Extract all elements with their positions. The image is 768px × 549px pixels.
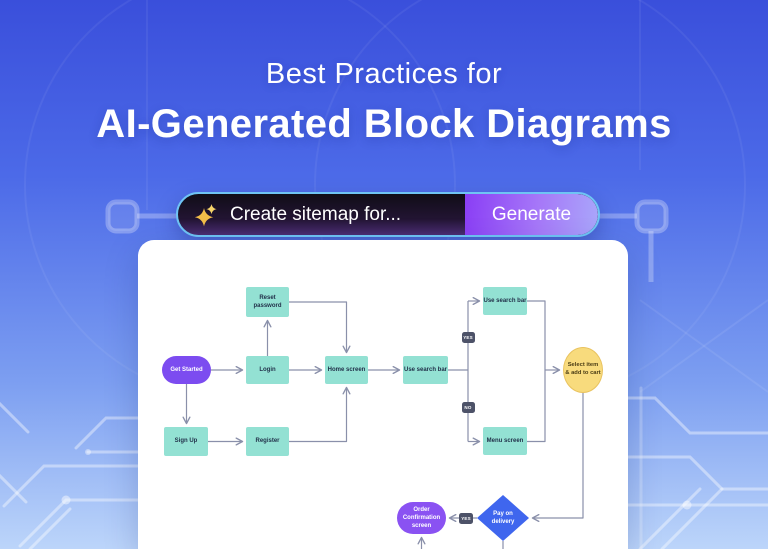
node-sign-up: Sign Up <box>164 427 208 456</box>
circuit-pattern-right <box>626 386 768 549</box>
node-use-search-bar-2: Use search bar <box>483 287 527 315</box>
node-reset-password: Reset password <box>246 287 289 317</box>
branch-yes-badge: YES <box>461 332 475 343</box>
node-login: Login <box>246 356 289 384</box>
page-subtitle: Best Practices for <box>265 58 503 90</box>
node-use-search-bar: Use search bar <box>403 356 448 384</box>
connector-square-right <box>600 199 669 282</box>
node-home-screen: Home screen <box>325 356 368 384</box>
delivery-yes-badge: YES <box>459 512 473 524</box>
node-menu-screen: Menu screen <box>483 427 527 455</box>
node-register: Register <box>246 427 289 456</box>
ai-prompt-bar[interactable]: Create sitemap for... Generate <box>176 192 600 237</box>
circuit-pattern-left <box>0 401 140 549</box>
connector-square-left <box>105 199 176 234</box>
sparkle-icon <box>195 203 219 227</box>
side-lines <box>639 299 768 393</box>
flow-edges <box>182 296 584 549</box>
prompt-input[interactable]: Create sitemap for... <box>230 203 402 225</box>
branch-no-badge: NO <box>461 402 475 413</box>
node-get-started: Get Started <box>162 356 211 384</box>
generate-button[interactable]: Generate <box>465 194 598 235</box>
page-title: AI-Generated Block Diagrams <box>96 102 672 146</box>
node-select-item: Select item & add to cart <box>563 347 603 393</box>
diagram-canvas: Get Started Reset password Login Home sc… <box>138 240 628 549</box>
node-order-confirmation: Order Confirmation screen <box>397 502 446 534</box>
